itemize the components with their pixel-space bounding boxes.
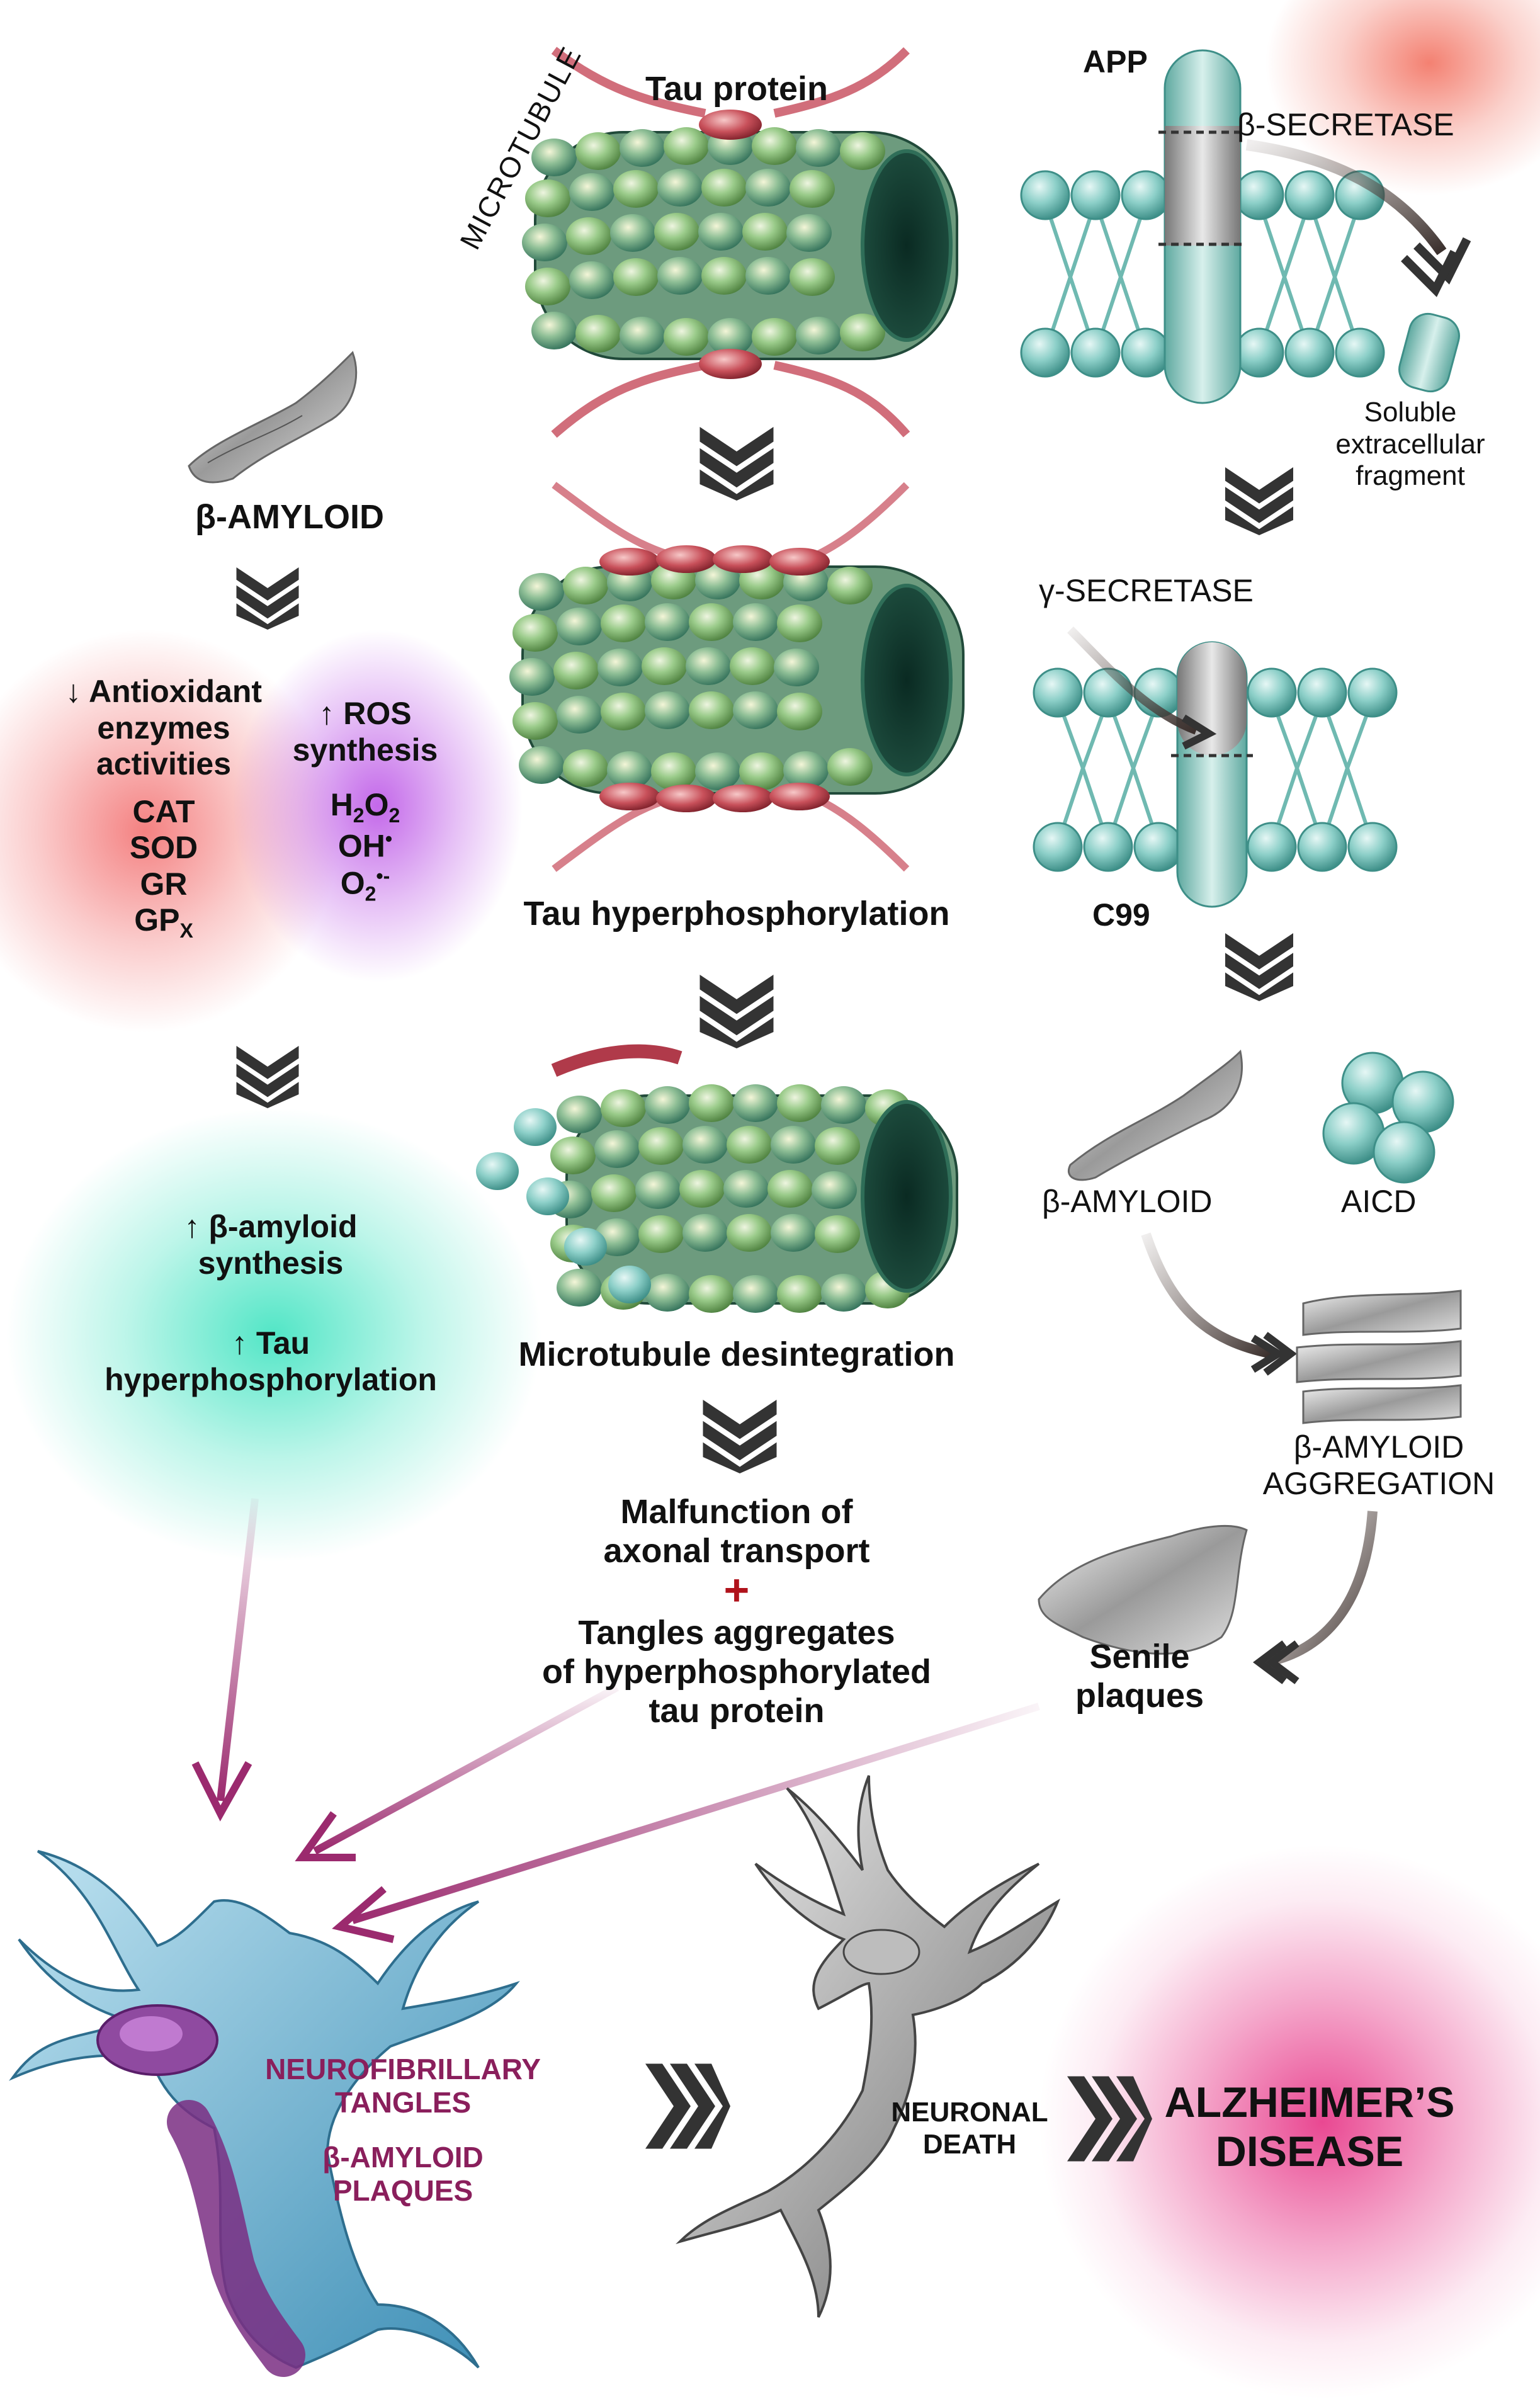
tau-protein-label: Tau protein <box>645 70 828 108</box>
amyloid-plaques-label: β-AMYLOID PLAQUES <box>322 2141 484 2207</box>
microtubule-hyperphosphorylated <box>509 482 965 872</box>
enzyme-cat: CAT <box>132 793 195 829</box>
ros-arrow: ↑ <box>319 696 335 731</box>
gamma-secretase-label: γ-SECRETASE <box>1039 573 1254 608</box>
tau-effect-arrow: ↑ <box>231 1325 247 1361</box>
plum-arrows <box>191 1498 1040 1943</box>
beta-amyloid-label-left: β-AMYLOID <box>195 498 384 536</box>
soluble-fragment-label: Soluble extracellular fragment <box>1335 397 1485 492</box>
amyloid-effect-arrow: ↑ <box>184 1209 200 1244</box>
enzyme-gr: GR <box>140 866 188 902</box>
neuronal-death-label: NEURONAL DEATH <box>891 2097 1048 2160</box>
beta-secretase-arrow <box>1245 139 1471 297</box>
chevron-down-icon <box>1225 467 1293 535</box>
soluble-fragment <box>1398 312 1460 393</box>
tau-hyperphosphorylation-label: Tau hyperphosphorylation <box>523 895 950 933</box>
aggregation-arrow <box>1141 1232 1297 1376</box>
microtubule-disintegrating <box>476 1044 958 1313</box>
malfunction-line-1: Malfunction of <box>620 1493 853 1531</box>
antioxidant-line-2: enzymes <box>97 710 230 746</box>
enzyme-gpx: GPX <box>134 902 193 942</box>
malfunction-line-2: axonal transport <box>603 1532 870 1570</box>
chevron-down-icon <box>699 975 774 1048</box>
microtubule-intact <box>522 47 958 438</box>
aggregation-label: β-AMYLOID AGGREGATION <box>1262 1429 1495 1501</box>
tangles-line-1: Tangles aggregates <box>578 1614 895 1652</box>
aicd-label: AICD <box>1341 1184 1417 1219</box>
teal-effects-glow <box>6 1108 541 1562</box>
senile-plaques-label: Senile plaques <box>1075 1638 1204 1715</box>
antioxidant-block: ↓ Antioxidant enzymes activities CAT SOD… <box>38 674 290 943</box>
antioxidant-line-1: Antioxidant <box>89 674 263 709</box>
amyloid-effect-line-1: β-amyloid <box>208 1209 358 1244</box>
effects-block: ↑ β-amyloid synthesis ↑ Tau hyperphospho… <box>63 1209 478 1398</box>
app-membrane <box>1020 49 1385 404</box>
oh-formula: OH• <box>337 827 393 864</box>
chevron-down-icon <box>236 567 299 630</box>
o2-formula: O2•- <box>340 864 390 905</box>
alzheimers-disease-label: ALZHEIMER’S DISEASE <box>1164 2079 1455 2176</box>
plus-sign: + <box>723 1565 750 1615</box>
h2o2-formula: H2O2 <box>330 787 400 827</box>
antioxidant-line-3: activities <box>96 746 231 781</box>
chevron-down-icon <box>236 1046 299 1108</box>
neurofibrillary-tangles-label: NEUROFIBRILLARY TANGLES <box>265 2053 541 2119</box>
chevron-down-icon <box>699 427 774 501</box>
tangles-line-2: of hyperphosphorylated <box>541 1653 932 1691</box>
tau-effect-line-1: Tau <box>256 1325 310 1361</box>
senile-arrow <box>1253 1511 1378 1684</box>
ros-purple-glow <box>233 630 523 982</box>
axonal-transport-block: Malfunction of axonal transport + Tangle… <box>516 1492 957 1731</box>
senile-plaque <box>1038 1524 1248 1655</box>
ros-block: ↑ ROS synthesis H2O2 OH• O2•- <box>277 696 453 905</box>
antioxidant-arrow: ↓ <box>65 674 81 709</box>
tau-effect-line-2: hyperphosphorylation <box>105 1361 437 1397</box>
ros-line-2: synthesis <box>292 732 438 768</box>
beta-secretase-label: β-SECRETASE <box>1237 107 1454 142</box>
chevron-right-icon <box>645 2063 730 2149</box>
neuron-dead <box>676 1775 1061 2318</box>
microtubule-desintegration-label: Microtubule desintegration <box>518 1336 955 1373</box>
beta-amyloid-label-right: β-AMYLOID <box>1042 1184 1213 1219</box>
amyloid-aggregate <box>1296 1290 1462 1424</box>
amyloid-fragment-top <box>188 351 358 484</box>
aicd-cluster <box>1322 1052 1454 1184</box>
chevron-down-icon <box>703 1400 777 1473</box>
amyloid-effect-line-2: synthesis <box>198 1245 344 1281</box>
app-label: APP <box>1083 44 1148 79</box>
beta-amyloid-fragment-right <box>1068 1049 1243 1181</box>
c99-label: C99 <box>1092 897 1150 933</box>
c99-membrane <box>1033 627 1398 908</box>
chevron-down-icon <box>1225 933 1293 1001</box>
ros-line-1: ROS <box>343 696 412 731</box>
enzyme-sod: SOD <box>129 830 198 865</box>
tangles-line-3: tau protein <box>648 1692 825 1730</box>
neuron-affected <box>9 1850 520 2377</box>
